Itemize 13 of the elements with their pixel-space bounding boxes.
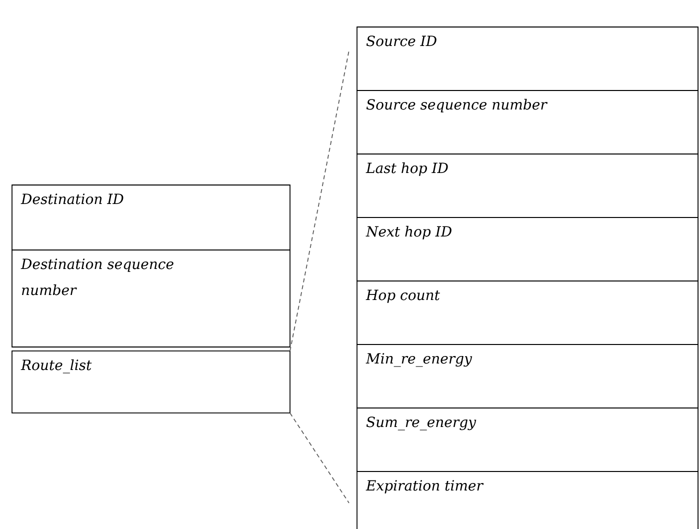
table-cell: Last hop ID [356, 154, 698, 218]
table-cell: Source ID [356, 26, 698, 91]
table-cell: Destination sequence number [12, 250, 290, 348]
table-cell: Destination ID [12, 184, 290, 250]
table-cell: Expiration timer [356, 471, 698, 529]
dashed-line [290, 50, 350, 352]
table-cell: Hop count [356, 280, 698, 345]
table-cell: Route_list [12, 350, 290, 414]
table-cell: Sum_re_energy [356, 408, 698, 472]
table-cell: Next hop ID [356, 217, 698, 282]
dashed-line [290, 412, 350, 504]
table-cell: Min_re_energy [356, 344, 698, 408]
table-cell: Source sequence number [356, 90, 698, 154]
